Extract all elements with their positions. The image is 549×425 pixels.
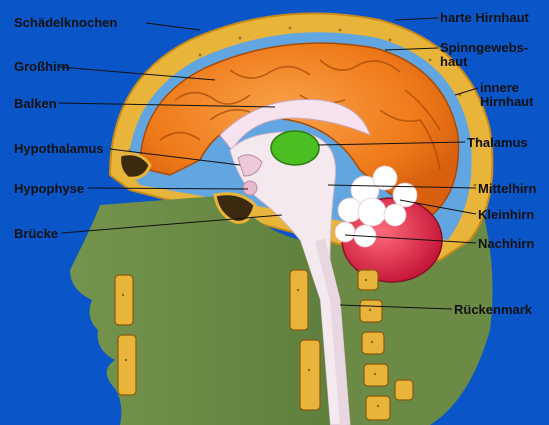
label-thalamus: Thalamus	[467, 135, 528, 150]
cerebrum-gyri	[159, 59, 441, 171]
label-harte-hirnhaut: harte Hirnhaut	[440, 10, 529, 25]
label-balken: Balken	[14, 96, 57, 111]
hypophyse	[242, 180, 258, 196]
label-mittelhirn: Mittelhirn	[478, 181, 537, 196]
label-innere-hirnhaut-line1: innere	[480, 80, 520, 95]
label-innere-hirnhaut-line2: Hirnhaut	[480, 94, 534, 109]
leader-lines	[57, 17, 479, 310]
face-shape	[0, 0, 330, 425]
label-rueckenmark: Rückenmark	[454, 302, 533, 317]
orbit-area	[118, 152, 152, 180]
label-kleinhirn: Kleinhirn	[478, 207, 535, 222]
vertebrae	[114, 269, 414, 421]
spinal-cord	[315, 238, 350, 425]
vertebrae-texture	[121, 278, 380, 408]
label-schaedelknochen: Schädelknochen	[14, 15, 118, 30]
label-hypothalamus: Hypothalamus	[14, 141, 104, 156]
corpus-callosum	[219, 98, 371, 151]
thalamus	[270, 130, 320, 166]
label-spinngewebshaut-line1: Spinngewebs-	[440, 40, 529, 55]
hypothalamus	[237, 154, 263, 177]
label-bruecke: Brücke	[14, 226, 59, 241]
label-grosshirn: Großhirn	[14, 59, 70, 74]
label-nachhirn: Nachhirn	[478, 236, 535, 251]
label-hypophyse: Hypophyse	[14, 181, 85, 196]
label-spinngewebshaut-line2: haut	[440, 54, 468, 69]
nasal-cavity	[213, 192, 257, 224]
